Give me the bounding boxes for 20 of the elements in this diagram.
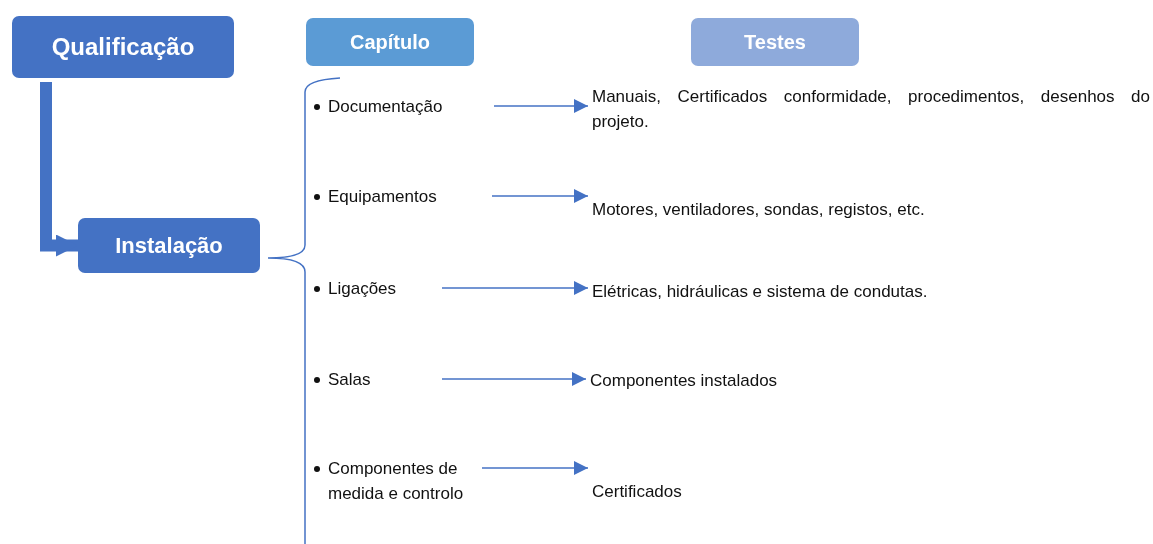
test-text: Elétricas, hidráulicas e sistema de condutas. — [592, 279, 1042, 304]
list-item: Equipamentos — [328, 184, 488, 209]
test-text: Certificados — [592, 479, 792, 504]
test-text: Motores, ventiladores, sondas, registos, etc. — [592, 197, 1042, 222]
column-header: Testes — [691, 18, 859, 66]
arrow — [441, 281, 589, 295]
title-box: Qualificação — [12, 16, 234, 78]
process-box: Instalação — [78, 218, 260, 273]
list-item: Documentação — [328, 94, 490, 119]
list-item: Componentes de medida e controlo — [328, 456, 478, 532]
arrow — [493, 99, 589, 113]
list-item: Salas — [328, 367, 438, 392]
column-header: Capítulo — [306, 18, 474, 66]
arrow — [491, 189, 589, 203]
list-item: Ligações — [328, 276, 438, 301]
test-text: Manuais, Certificados conformidade, procedimentos, desenhos do projeto. — [592, 84, 1150, 136]
arrow — [441, 372, 587, 386]
test-text: Componentes instalados — [590, 368, 890, 393]
arrow — [481, 461, 589, 475]
elbow-arrow — [40, 82, 78, 257]
